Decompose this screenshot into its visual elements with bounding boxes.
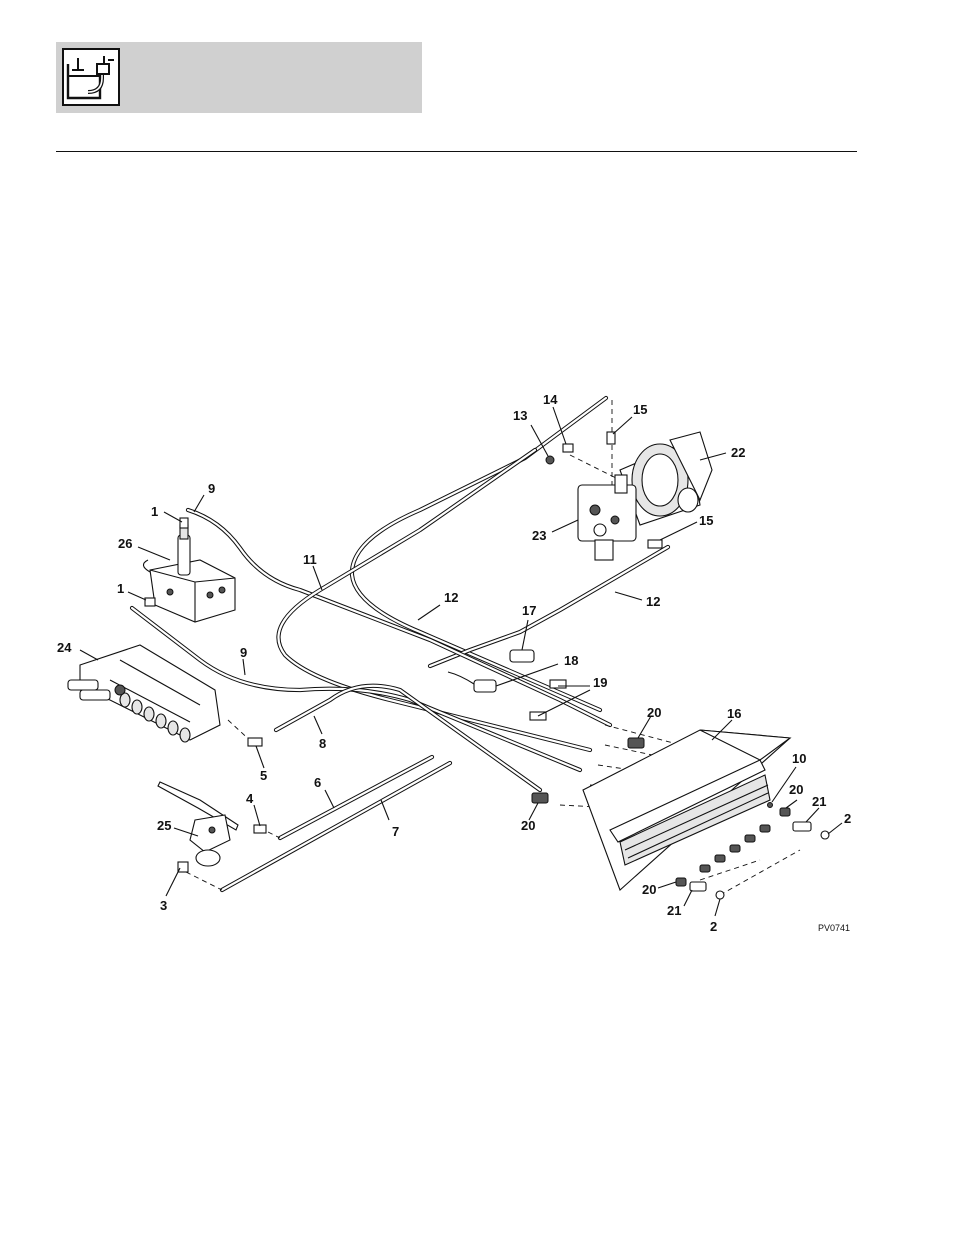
- callout-12-upper: 12: [444, 590, 458, 605]
- callout-6: 6: [314, 775, 321, 790]
- callout-21-right: 21: [812, 794, 826, 809]
- pedal-25: [157, 781, 239, 867]
- callout-16: 16: [727, 706, 741, 721]
- callout-3: 3: [160, 898, 167, 913]
- callout-2-right: 2: [844, 811, 851, 826]
- bulkhead-panel-16: [582, 729, 792, 891]
- callout-23: 23: [532, 528, 546, 543]
- callout-10: 10: [792, 751, 806, 766]
- callout-21-bottom: 21: [667, 903, 681, 918]
- hydraulic-reservoir-icon: [62, 48, 120, 106]
- valve-block-26: [142, 524, 236, 623]
- callout-18: 18: [564, 653, 578, 668]
- callout-20-bottom: 20: [642, 882, 656, 897]
- callout-13: 13: [513, 408, 527, 423]
- callout-25: 25: [157, 818, 171, 833]
- callout-20-top: 20: [647, 705, 661, 720]
- callout-22: 22: [731, 445, 745, 460]
- callout-7: 7: [392, 824, 399, 839]
- callout-9-upper: 9: [208, 481, 215, 496]
- callout-labels: 1 9 26 1 11 12 13 14 15 22 23 15 12 17 1…: [57, 392, 851, 934]
- callout-1-lower: 1: [117, 581, 124, 596]
- callout-17: 17: [522, 603, 536, 618]
- callout-11: 11: [303, 552, 317, 567]
- leader-lines: [79, 406, 843, 917]
- callout-24: 24: [57, 640, 72, 655]
- callout-26: 26: [118, 536, 132, 551]
- callout-15-upper: 15: [633, 402, 647, 417]
- callout-14: 14: [543, 392, 558, 407]
- callout-4: 4: [246, 791, 254, 806]
- callout-2-bottom: 2: [710, 919, 717, 934]
- callout-15-lower: 15: [699, 513, 713, 528]
- header-rule: [56, 151, 857, 152]
- callout-8: 8: [319, 736, 326, 751]
- callout-5: 5: [260, 768, 267, 783]
- control-valve-24: [67, 644, 221, 743]
- callout-1-upper: 1: [151, 504, 158, 519]
- pump-assembly: [577, 431, 713, 561]
- callout-19: 19: [593, 675, 607, 690]
- hoses: [129, 395, 671, 893]
- callout-9-lower: 9: [240, 645, 247, 660]
- figure-code: PV0741: [818, 923, 850, 933]
- callout-12-lower: 12: [646, 594, 660, 609]
- callout-20-right: 20: [789, 782, 803, 797]
- callout-20-left: 20: [521, 818, 535, 833]
